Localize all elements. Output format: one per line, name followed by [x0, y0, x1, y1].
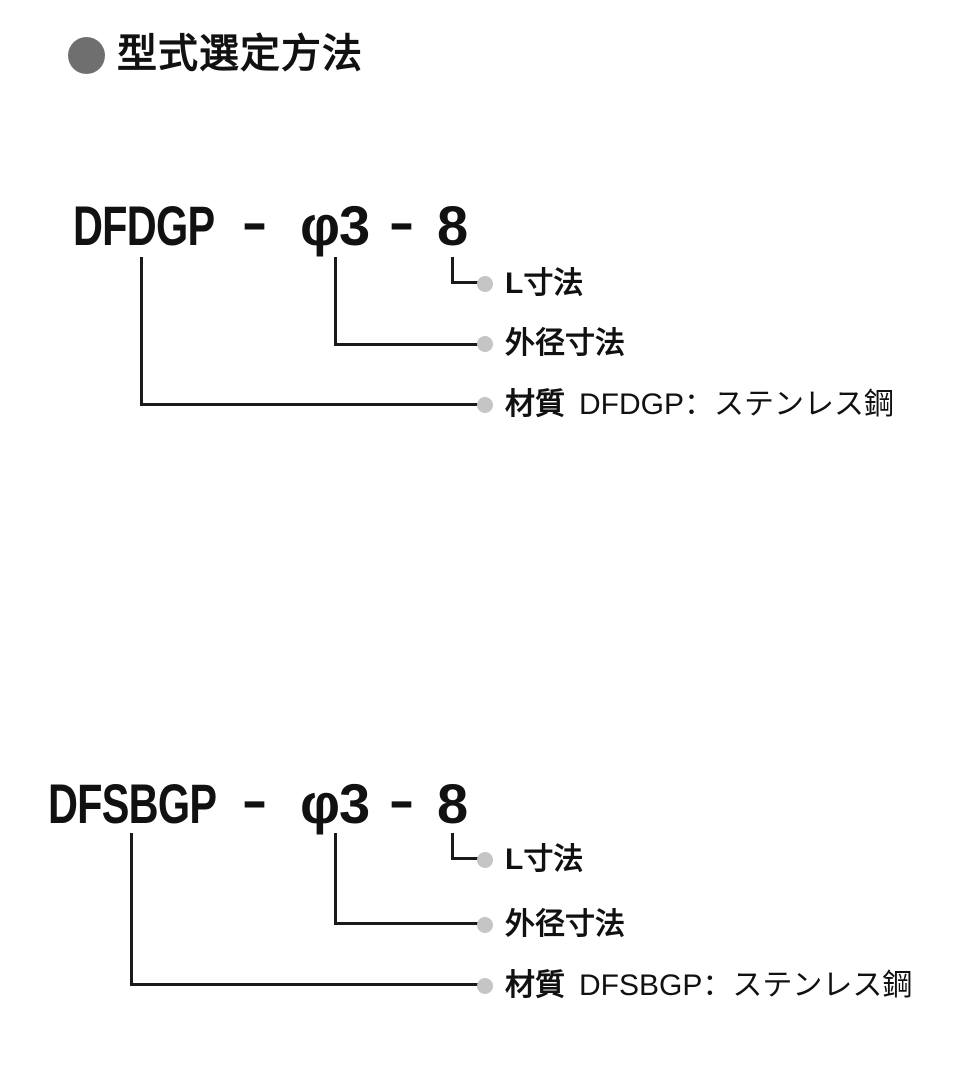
callout-label: 材質 [505, 388, 565, 421]
callout-label: 外径寸法 [505, 908, 625, 941]
connector-line-diameter [334, 833, 337, 925]
connector-line-length [451, 257, 454, 284]
connector-line-material [130, 983, 481, 986]
callout-dot-icon [477, 336, 493, 352]
connector-line-length [451, 281, 481, 284]
callout-dot-icon [477, 978, 493, 994]
connector-line-diameter [334, 343, 481, 346]
connector-line-diameter [334, 922, 481, 925]
code-material-prefix: DFSBGP [48, 772, 217, 835]
callout-detail: DFSBGP：ステンレス鋼 [579, 969, 913, 1002]
callout-label: L寸法 [505, 843, 584, 876]
callout-detail: DFDGP：ステンレス鋼 [579, 388, 894, 421]
callout-dot-icon [477, 852, 493, 868]
callout-l-dimension: L寸法 [505, 844, 583, 876]
callout-dot-icon [477, 917, 493, 933]
callout-outer-diameter: 外径寸法 [505, 328, 625, 360]
page-title: 型式選定方法 [117, 32, 363, 76]
callout-label: 材質 [505, 969, 565, 1002]
code-separator-dash: − [243, 194, 266, 257]
code-separator-dash: − [243, 772, 266, 835]
callout-outer-diameter: 外径寸法 [505, 909, 625, 941]
connector-line-material [140, 257, 143, 406]
connector-line-length [451, 857, 481, 860]
code-outer-diameter: φ3 [300, 772, 370, 835]
callout-material: 材質 DFDGP：ステンレス鋼 [505, 389, 894, 421]
connector-line-material [130, 833, 133, 986]
callout-dot-icon [477, 276, 493, 292]
code-l-dimension: 8 [437, 194, 468, 257]
code-l-dimension: 8 [437, 772, 468, 835]
connector-line-material [140, 403, 481, 406]
code-material-prefix: DFDGP [73, 194, 215, 257]
code-outer-diameter: φ3 [300, 194, 370, 257]
callout-l-dimension: L寸法 [505, 268, 583, 300]
code-separator-dash: − [390, 194, 413, 257]
callout-label: 外径寸法 [505, 327, 625, 360]
connector-line-diameter [334, 257, 337, 346]
callout-material: 材質 DFSBGP：ステンレス鋼 [505, 970, 912, 1002]
section-bullet-icon [68, 37, 105, 74]
callout-label: L寸法 [505, 267, 584, 300]
code-separator-dash: − [390, 772, 413, 835]
connector-line-length [451, 833, 454, 860]
callout-dot-icon [477, 397, 493, 413]
